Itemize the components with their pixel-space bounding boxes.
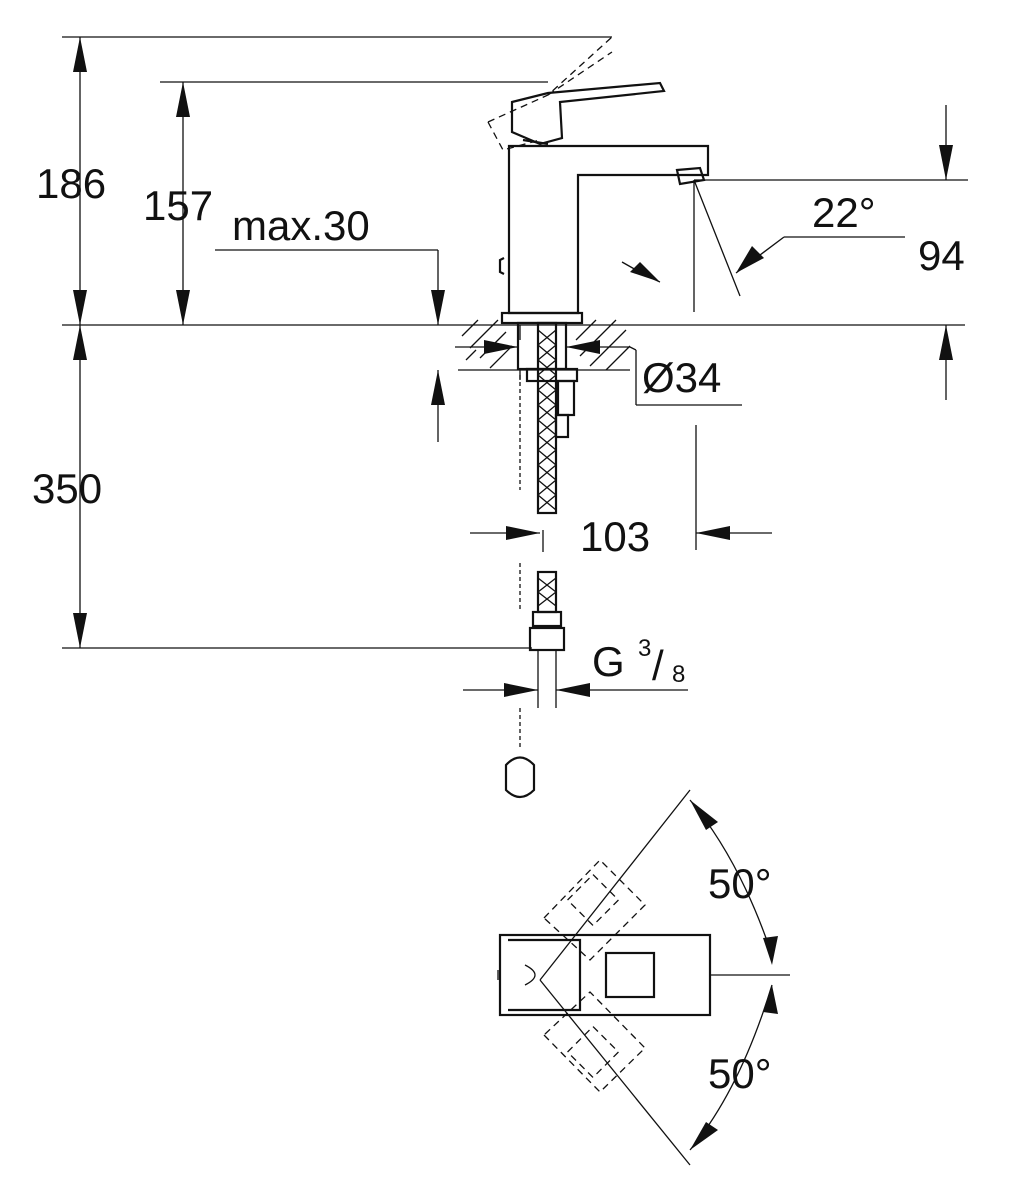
label-rotation-bottom: 50° (708, 1050, 772, 1097)
label-max-30: max.30 (232, 202, 370, 249)
lever-alt-position (487, 36, 613, 151)
top-view (497, 789, 790, 1166)
dimension-thread: G 3 / 8 (463, 635, 688, 697)
label-thread-den: 8 (672, 661, 685, 688)
dimension-max-30: max.30 (215, 202, 445, 442)
label-186: 186 (36, 160, 106, 207)
label-thread-num: 3 (638, 635, 651, 662)
label-thread-slash: / (652, 642, 664, 689)
countertop-section (458, 319, 631, 371)
dimension-rotation-top: 50° (689, 799, 778, 965)
label-103: 103 (580, 513, 650, 560)
nut-and-clip (525, 367, 579, 439)
label-angle-22: 22° (812, 189, 876, 236)
pull-rod-chain (504, 325, 536, 799)
dimension-dia-34: Ø34 (455, 340, 742, 406)
dimension-157: 157 (143, 81, 548, 325)
label-rotation-top: 50° (708, 860, 772, 907)
dimension-rotation-bottom: 50° (689, 984, 778, 1151)
label-thread-g: G (592, 638, 625, 685)
label-350: 350 (32, 465, 102, 512)
label-157: 157 (143, 182, 213, 229)
dimension-94: 94 (918, 105, 965, 400)
label-dia-34: Ø34 (642, 354, 721, 401)
dimension-350: 350 (32, 325, 532, 649)
dimension-103: 103 (470, 425, 772, 560)
label-94: 94 (918, 232, 965, 279)
dimension-angle-22: 22° (621, 179, 968, 312)
faucet-body (498, 81, 710, 371)
dimension-186: 186 (36, 36, 612, 325)
